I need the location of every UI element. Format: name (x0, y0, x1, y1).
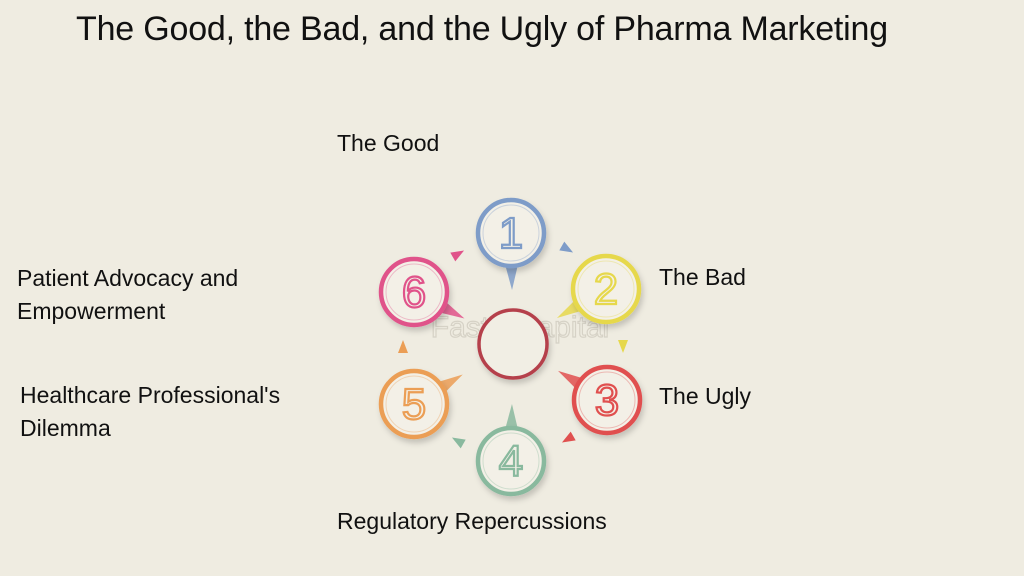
node-1-the-good: 1 (475, 197, 547, 290)
node-number-2: 2 (594, 265, 618, 314)
node-number-4: 4 (499, 437, 523, 486)
node-3-the-ugly: 3 (558, 364, 643, 436)
node-label-regulatory-repercussions: Regulatory Repercussions (337, 508, 607, 534)
node-number-5: 5 (402, 380, 426, 429)
node-6-patient-advocacy: 6 (378, 256, 465, 328)
node-label-the-good: The Good (337, 130, 440, 156)
node-label-the-ugly: The Ugly (659, 383, 752, 409)
node-number-3: 3 (595, 376, 619, 425)
cycle-arrow-icon (398, 340, 408, 353)
node-number-1: 1 (499, 209, 523, 258)
node-5-healthcare-professionals-dilemma: 5 (378, 368, 463, 440)
node-label-the-bad: The Bad (659, 264, 746, 290)
cycle-arrow-icon (561, 431, 576, 443)
cycle-arrow-icon (559, 241, 574, 253)
node-number-6: 6 (402, 268, 426, 317)
center-ring (477, 308, 549, 380)
cycle-arrow-icon (451, 437, 466, 449)
cycle-arrow-icon (618, 340, 628, 353)
node-2-the-bad: 2 (556, 253, 642, 325)
page-title: The Good, the Bad, and the Ugly of Pharm… (76, 10, 888, 48)
cycle-arrow-icon (450, 250, 465, 262)
node-4-regulatory-repercussions: 4 (475, 404, 547, 497)
